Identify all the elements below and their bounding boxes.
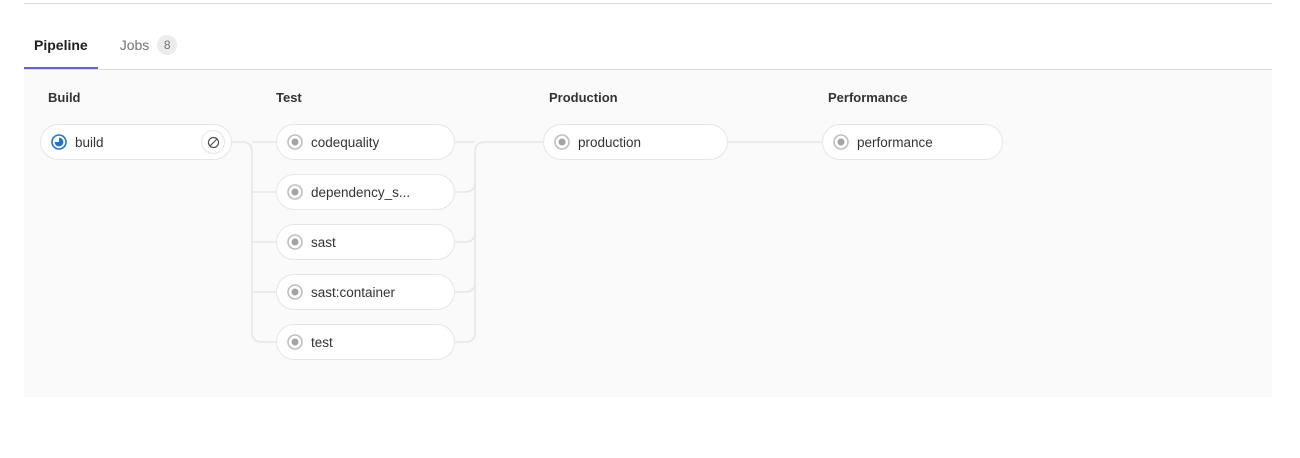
job-label-test: test (311, 334, 333, 350)
tab-jobs[interactable]: Jobs 8 (110, 22, 188, 68)
page-top-divider (24, 3, 1272, 4)
stage-title-test: Test (276, 90, 302, 105)
tab-jobs-count-badge: 8 (157, 35, 178, 55)
job-node-build[interactable]: build (40, 124, 232, 160)
tab-pipeline[interactable]: Pipeline (24, 22, 98, 69)
job-node-dependency-scanning[interactable]: dependency_s... (276, 174, 455, 210)
job-node-test[interactable]: test (276, 324, 455, 360)
stage-title-production: Production (549, 90, 618, 105)
status-created-icon (287, 334, 303, 350)
pipeline-connectors (232, 141, 822, 343)
stage-title-performance: Performance (828, 90, 908, 105)
status-created-icon (287, 184, 303, 200)
pipeline-tabbar: Pipeline Jobs 8 (24, 22, 1272, 70)
cancel-glyph (207, 136, 219, 148)
job-node-performance[interactable]: performance (822, 124, 1003, 160)
tabbar-divider (24, 69, 1272, 70)
status-created-icon (287, 134, 303, 150)
job-node-sast[interactable]: sast (276, 224, 455, 260)
stage-title-build: Build (48, 90, 81, 105)
job-node-sast-container[interactable]: sast:container (276, 274, 455, 310)
tab-pipeline-label: Pipeline (34, 37, 88, 53)
cancel-icon[interactable] (201, 130, 225, 154)
pipeline-graph-panel: Build build Test code (24, 70, 1272, 397)
job-label-build: build (75, 134, 104, 150)
status-created-icon (287, 234, 303, 250)
job-label-dependency-scanning: dependency_s... (311, 184, 411, 200)
status-created-icon (554, 134, 570, 150)
status-created-icon (287, 284, 303, 300)
job-label-production: production (578, 134, 642, 150)
tab-jobs-label: Jobs (119, 37, 150, 53)
job-node-codequality[interactable]: codequality (276, 124, 455, 160)
job-label-sast-container: sast:container (311, 284, 396, 300)
job-node-production[interactable]: production (543, 124, 728, 160)
job-label-sast: sast (311, 234, 336, 250)
status-created-icon (833, 134, 849, 150)
status-running-icon (51, 134, 67, 150)
job-label-performance: performance (857, 134, 933, 150)
job-label-codequality: codequality (311, 134, 380, 150)
